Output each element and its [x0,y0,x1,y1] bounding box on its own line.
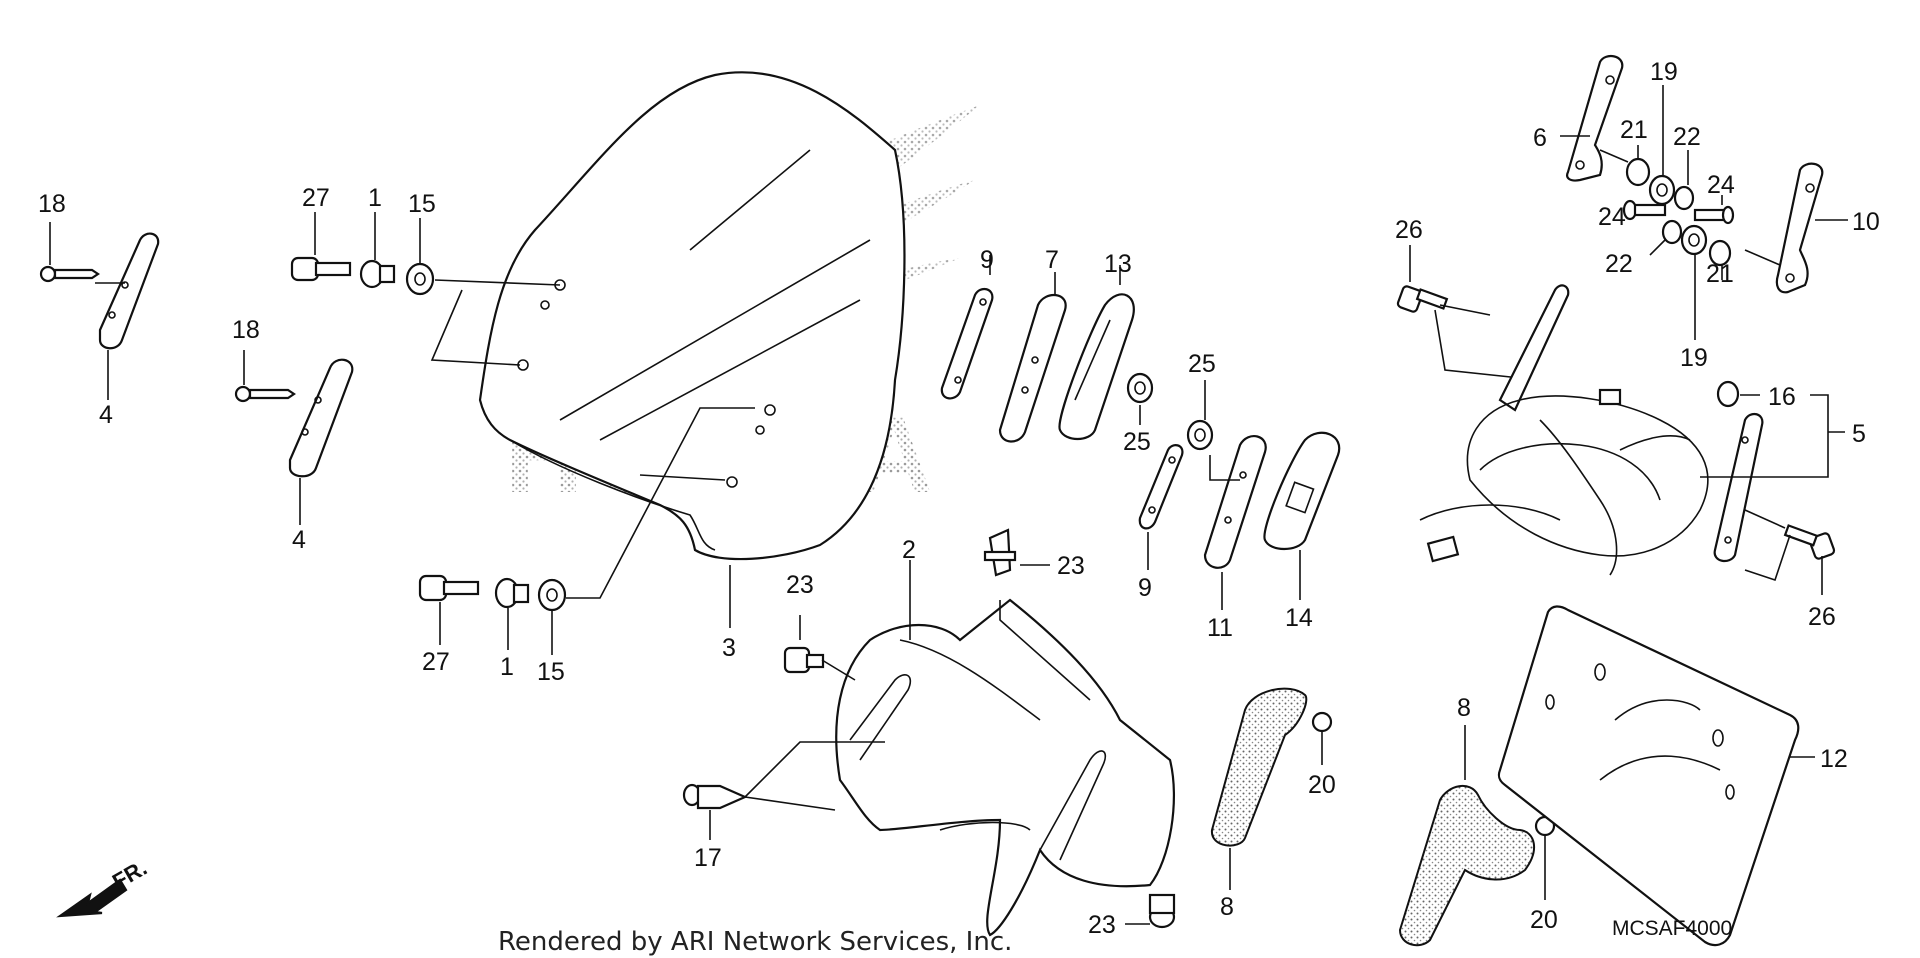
callout-labels: 18 4 18 4 27 1 15 27 1 15 3 2 23 23 23 1… [38,58,1880,939]
callout-9: 9 [1138,574,1152,602]
callout-5: 5 [1852,420,1866,448]
callout-25: 25 [1123,428,1151,456]
callout-27: 27 [302,184,330,212]
part-17-rivet [682,741,885,840]
callout-25: 25 [1188,350,1216,378]
callout-11: 11 [1207,614,1233,642]
callout-9: 9 [980,246,994,274]
front-direction-arrow-icon: FR. [56,855,151,918]
diagram-code: MCSAF4000 [1612,917,1732,940]
callout-8: 8 [1457,694,1471,722]
callout-22: 22 [1605,250,1633,278]
callout-21: 21 [1620,116,1648,144]
callout-21: 21 [1706,260,1734,288]
callout-27: 27 [422,648,450,676]
part-21-collar-upper [1625,145,1651,187]
credit-text: Rendered by ARI Network Services, Inc. [498,927,1012,957]
callout-22: 22 [1673,123,1701,151]
callout-1: 1 [500,653,514,681]
part-1-collar-upper [359,212,396,289]
part-12-panel [1497,605,1815,947]
callout-17: 17 [694,844,722,872]
part-26-bolt-upper [1396,245,1521,379]
part-25-nut-lower [1186,380,1214,451]
callout-23: 23 [1057,552,1085,580]
callout-12: 12 [1820,745,1848,773]
part-18-screw-lower [234,350,296,403]
callout-4: 4 [99,401,113,429]
part-15-washer-upper [405,218,561,366]
part-19-washer-upper [1648,85,1676,206]
part-9-plate-upper [940,255,994,400]
callout-1: 1 [368,184,382,212]
callout-3: 3 [722,634,736,662]
callout-23: 23 [786,571,814,599]
callout-18: 18 [38,190,66,218]
callout-8: 8 [1220,893,1234,921]
part-15-washer-lower [537,407,755,655]
callout-26: 26 [1395,216,1423,244]
part-3-windscreen [478,71,906,628]
callout-13: 13 [1104,250,1132,278]
callout-24: 24 [1707,171,1735,199]
part-6-bracket [1560,54,1629,182]
part-1-collar-lower [494,577,530,650]
part-7-bracket [998,272,1067,443]
part-20-nut-upper [1311,711,1333,765]
callout-2: 2 [902,536,916,564]
part-11-stay [1203,435,1267,610]
callout-26: 26 [1808,603,1836,631]
part-5-meter-frame [1419,284,1845,576]
callout-14: 14 [1285,604,1313,632]
part-23-clip-c [1125,893,1176,929]
part-22-collar-lower [1649,219,1683,256]
part-18-screw-upper [39,222,100,283]
part-26-bolt-lower [1744,509,1836,595]
part-24-screw-upper [1693,195,1735,225]
part-23-clip-b [783,615,856,681]
part-19-washer-lower [1680,224,1708,340]
part-13-cover [1058,265,1135,441]
part-14-cover [1263,431,1341,600]
callout-18: 18 [232,316,260,344]
part-24-screw-lower [1622,199,1667,221]
part-8-pad-lower [1398,725,1535,947]
callout-16: 16 [1768,383,1796,411]
part-25-nut-upper [1126,372,1154,425]
part-4-cover-upper [95,232,160,400]
part-27-bolt-lower [418,574,480,645]
callout-19: 19 [1680,344,1708,372]
part-9-plate-lower [1138,444,1184,570]
callout-15: 15 [408,190,436,218]
part-23-clip-a [983,528,1091,701]
callout-6: 6 [1533,124,1547,152]
part-27-bolt-upper [290,212,352,282]
callout-23: 23 [1088,911,1116,939]
callout-7: 7 [1045,246,1059,274]
callout-10: 10 [1852,208,1880,236]
part-21-collar-lower [1708,239,1732,280]
callout-4: 4 [292,526,306,554]
callout-19: 19 [1650,58,1678,86]
part-4-cover-lower [288,358,354,525]
callout-15: 15 [537,658,565,686]
callout-20: 20 [1530,906,1558,934]
part-20-nut-lower [1534,815,1556,900]
part-8-pad-upper [1210,687,1308,890]
part-22-collar-upper [1673,150,1695,211]
part-10-bracket [1744,162,1848,294]
part-2-inner-cowl [835,560,1176,937]
callout-24: 24 [1598,203,1626,231]
callout-20: 20 [1308,771,1336,799]
